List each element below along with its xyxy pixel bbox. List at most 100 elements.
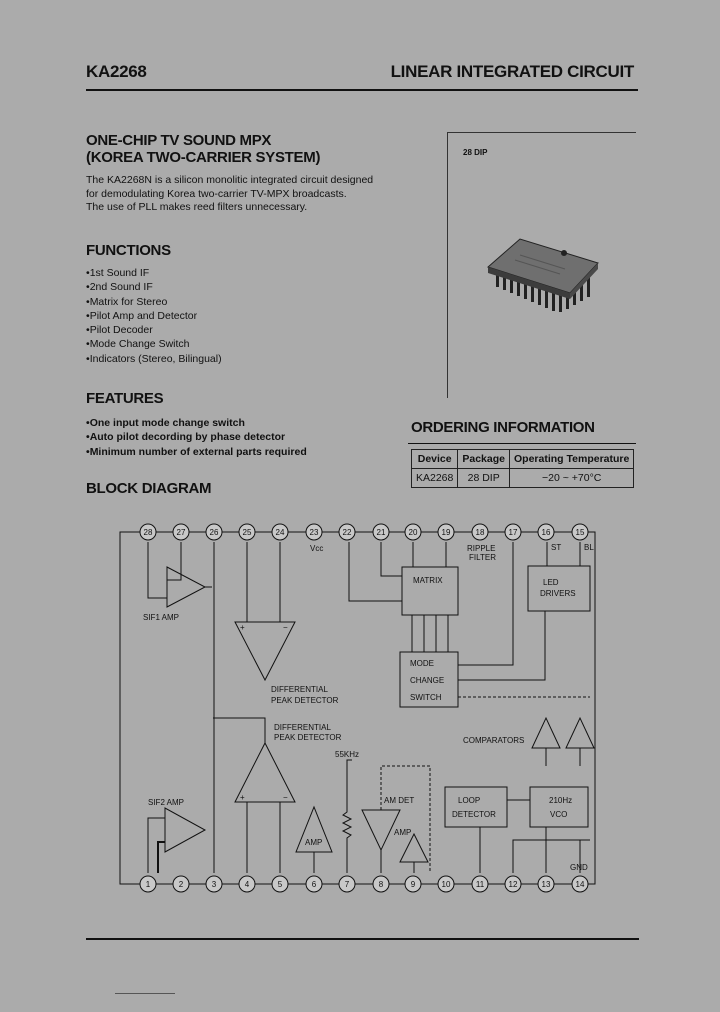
pin-number: 25	[243, 528, 252, 537]
plus-sign: +	[240, 623, 245, 632]
sif2-amp-symbol	[164, 807, 207, 853]
features-list: One input mode change switch Auto pilot …	[86, 416, 307, 459]
table-header-row: Device Package Operating Temperature	[410, 449, 635, 469]
chip-outline	[119, 531, 596, 885]
part-number: KA2268	[86, 62, 147, 81]
amp-small-label: AMP	[394, 828, 411, 837]
pin-circle	[571, 875, 589, 893]
sif2-label: SIF2 AMP	[148, 798, 184, 807]
pin-number: 4	[245, 880, 250, 889]
ordering-table: Device Package Operating Temperature KA2…	[410, 449, 635, 488]
pin-circle	[139, 875, 157, 893]
plus-sign: +	[240, 793, 245, 802]
pin-circle	[504, 523, 522, 541]
table-cell: −20 ~ +70°C	[508, 468, 635, 488]
table-row: KA2268 28 DIP −20 ~ +70°C	[410, 468, 635, 488]
pin-number: 20	[409, 528, 418, 537]
pin-number: 13	[542, 880, 551, 889]
pin-circle	[205, 523, 223, 541]
comparators-label: COMPARATORS	[463, 736, 524, 745]
pin-number: 19	[442, 528, 451, 537]
pin-circle	[338, 523, 356, 541]
sif1-amp-symbol	[166, 566, 207, 608]
amp-label: AMP	[305, 838, 322, 847]
am-det-label: AM DET	[384, 796, 414, 805]
matrix-label: MATRIX	[413, 576, 443, 585]
category-title: LINEAR INTEGRATED CIRCUIT	[390, 62, 635, 81]
comparator-2-symbol	[565, 716, 595, 749]
loop-detector-block	[444, 786, 508, 828]
pin-number: 12	[509, 880, 518, 889]
pin-circle	[139, 523, 157, 541]
pin-circle	[172, 523, 190, 541]
pin-circle	[537, 875, 555, 893]
ordering-heading: ORDERING INFORMATION	[411, 419, 595, 436]
pin-circle	[571, 523, 589, 541]
list-item: Pilot Decoder	[86, 323, 222, 337]
list-item: Minimum number of external parts require…	[86, 445, 307, 459]
pin-number: 18	[476, 528, 485, 537]
pin-number: 6	[312, 880, 317, 889]
pin-number: 16	[542, 528, 551, 537]
pin-circle	[404, 523, 422, 541]
pin-number: 8	[379, 880, 384, 889]
mode-label: MODE	[410, 659, 434, 668]
pin-number: 17	[509, 528, 518, 537]
change-label: CHANGE	[410, 676, 444, 685]
pin-number: 1	[146, 880, 151, 889]
pin-number: 21	[377, 528, 386, 537]
pin-circle	[172, 875, 190, 893]
pin-number: 7	[345, 880, 350, 889]
wiring	[147, 542, 590, 873]
features-heading: FEATURES	[86, 390, 164, 407]
amp-small-symbol	[399, 832, 429, 863]
pin-number: 3	[212, 880, 217, 889]
diff1-label-a: DIFFERENTIAL	[271, 685, 328, 694]
diagram-labels: Vcc RIPPLE FILTER ST BL MATRIX LED DRIVE…	[143, 543, 594, 872]
table-cell: 28 DIP	[457, 468, 510, 488]
vcc-label: Vcc	[310, 544, 323, 553]
pin-number: 11	[476, 880, 485, 889]
header-rule	[86, 89, 638, 91]
column-header: Package	[457, 449, 510, 469]
led-drivers-block	[527, 565, 591, 612]
st-label: ST	[551, 543, 561, 552]
ripple-label: RIPPLE	[467, 544, 495, 553]
functions-list: 1st Sound IF 2nd Sound IF Matrix for Ste…	[86, 266, 222, 366]
list-item: One input mode change switch	[86, 416, 307, 430]
pin-number: 23	[310, 528, 319, 537]
bl-label: BL	[584, 543, 594, 552]
package-label: 28 DIP	[463, 148, 488, 157]
filter-label: FILTER	[469, 553, 496, 562]
pin-number: 15	[576, 528, 585, 537]
description-line: The use of PLL makes reed filters unnece…	[86, 201, 308, 213]
drivers-label: DRIVERS	[540, 589, 576, 598]
pin-circle	[271, 875, 289, 893]
loop-label: LOOP	[458, 796, 480, 805]
pin-circle	[437, 875, 455, 893]
list-item: Indicators (Stereo, Bilingual)	[86, 352, 222, 366]
pin-circle	[437, 523, 455, 541]
package-box	[447, 132, 636, 398]
minus-sign: −	[283, 793, 288, 802]
diff2-label-b: PEAK DETECTOR	[274, 733, 342, 742]
vco-freq-label: 210Hz	[549, 796, 572, 805]
pin-circle	[338, 875, 356, 893]
list-item: 2nd Sound IF	[86, 280, 222, 294]
pin-number: 26	[210, 528, 219, 537]
dip-package-image	[487, 238, 599, 312]
description-line: The KA2268N is a silicon monolitic integ…	[86, 174, 374, 186]
description: The KA2268N is a silicon monolitic integ…	[86, 174, 416, 215]
frequency-label: 55KHz	[335, 750, 359, 759]
detector-label: DETECTOR	[452, 810, 496, 819]
pin-circle	[471, 875, 489, 893]
pin-circle	[305, 523, 323, 541]
list-item: 1st Sound IF	[86, 266, 222, 280]
comparator-1-symbol	[531, 716, 561, 749]
list-item: Mode Change Switch	[86, 337, 222, 351]
footer-rule	[86, 938, 639, 940]
minus-sign: −	[283, 623, 288, 632]
peak-detector-2-symbol	[234, 741, 296, 803]
pin-number: 9	[411, 880, 416, 889]
